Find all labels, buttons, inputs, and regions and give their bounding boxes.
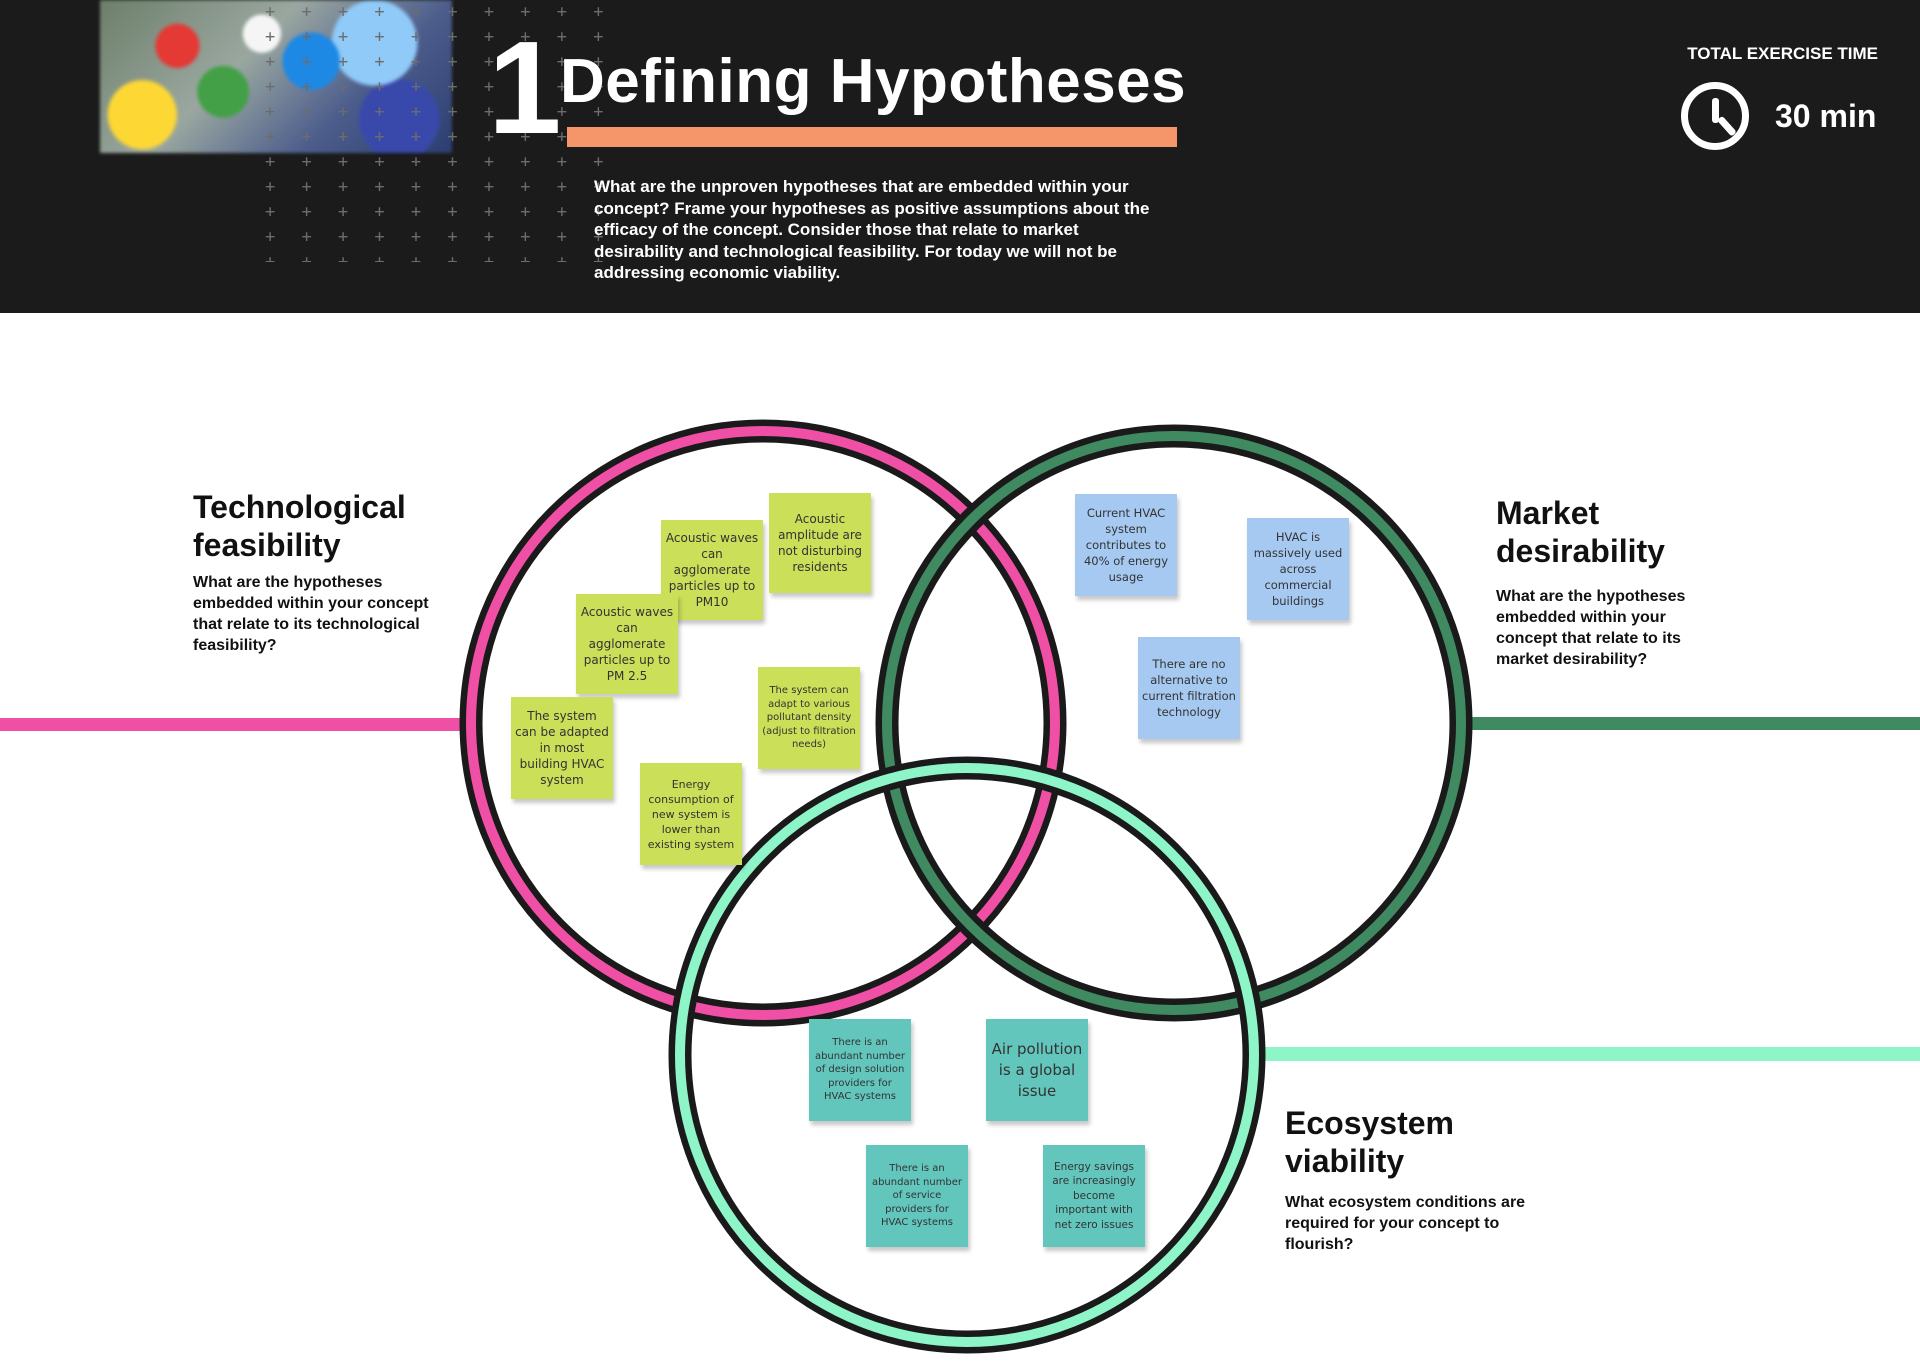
tech-circle — [466, 426, 1060, 1020]
market-section-question: What are the hypotheses embedded within … — [1496, 588, 1686, 668]
exercise-time-label: TOTAL EXERCISE TIME — [1687, 44, 1878, 63]
title-underline — [567, 127, 1177, 147]
header-banner: + + + + + + + + + + + + + + + + + + + + … — [0, 0, 1920, 313]
eco-section-question: What ecosystem conditions are required f… — [1285, 1194, 1526, 1253]
sticky-note[interactable]: Energy savings are increasingly become i… — [1043, 1145, 1145, 1247]
tech-section-title: Technological feasibility — [193, 489, 406, 563]
eco-section-title: Ecosystem viability — [1285, 1105, 1454, 1179]
sticky-note[interactable]: There is an abundant number of service p… — [866, 1145, 968, 1247]
sticky-note[interactable]: Acoustic waves can agglomerate particles… — [661, 520, 763, 620]
sticky-note[interactable]: Acoustic amplitude are not disturbing re… — [769, 493, 871, 593]
sticky-note[interactable]: The system can be adapted in most buildi… — [511, 697, 613, 799]
clock-icon — [1681, 82, 1749, 150]
sticky-note[interactable]: The system can adapt to various pollutan… — [758, 667, 860, 769]
sticky-note[interactable]: There are no alternative to current filt… — [1138, 637, 1240, 739]
tech-connector-line — [0, 718, 472, 731]
sticky-note[interactable]: Air pollution is a global issue — [986, 1019, 1088, 1121]
tech-section-question: What are the hypotheses embedded within … — [193, 574, 429, 654]
eco-circle — [675, 763, 1259, 1347]
intro-text: What are the unproven hypotheses that ar… — [594, 177, 1150, 282]
market-section-label: Market desirability What are the hypothe… — [1496, 494, 1716, 670]
eco-section-label: Ecosystem viability What ecosystem condi… — [1285, 1104, 1550, 1255]
tech-section-label: Technological feasibility What are the h… — [193, 488, 455, 656]
eco-connector-line — [1262, 1047, 1920, 1061]
market-section-title: Market desirability — [1496, 495, 1665, 569]
step-number: 1 — [488, 14, 562, 161]
sticky-note[interactable]: HVAC is massively used across commercial… — [1247, 518, 1349, 620]
exercise-time-value: 30 min — [1775, 98, 1877, 134]
market-connector-line — [1465, 717, 1920, 730]
sticky-note[interactable]: There is an abundant number of design so… — [809, 1019, 911, 1121]
page-title: Defining Hypotheses — [560, 47, 1187, 116]
sticky-note[interactable]: Current HVAC system contributes to 40% o… — [1075, 494, 1177, 596]
sticky-note[interactable]: Acoustic waves can agglomerate particles… — [576, 594, 678, 694]
market-circle — [882, 431, 1466, 1015]
lego-photo — [100, 0, 452, 153]
sticky-note[interactable]: Energy consumption of new system is lowe… — [640, 763, 742, 865]
plus-grid-decoration: + + + + + + + + + + + + + + + + + + + + … — [265, 2, 612, 262]
